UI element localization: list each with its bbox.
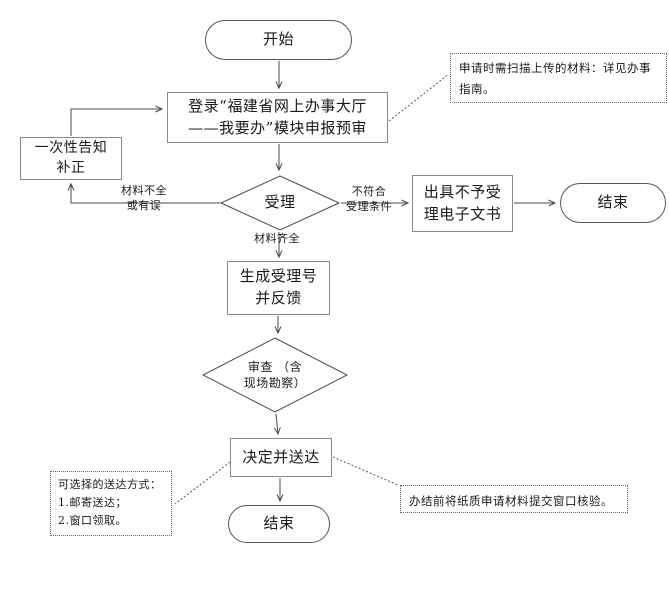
node-end-right: 结束 [560,183,666,223]
dotted-link-login-to-upload-note [388,73,450,122]
node-decide-and-deliver: 决定并送达 [230,438,332,477]
diamond-shape [220,175,340,231]
dotted-link-decide-to-paper-note [332,456,399,486]
decision-accept: 受理 [220,175,340,231]
note-delivery-methods: 可选择的送达方式： 1.邮寄送达； 2.窗口领取。 [50,471,172,536]
node-issue-rejection-doc: 出具不予受 理电子文书 [412,175,513,232]
node-generate-acceptance-number: 生成受理号 并反馈 [227,261,330,315]
node-end-bottom: 结束 [228,505,330,543]
dotted-link-decide-to-delivery-note [174,461,231,505]
edge-label-not-qualified: 不符合 受理条件 [346,185,392,213]
node-one-time-correction: 一次性告知 补正 [20,137,122,180]
diamond-shape [202,337,348,413]
decision-review-label: 审查 （含 现场勘察） [243,359,307,390]
decision-accept-label: 受理 [264,193,296,212]
node-start: 开始 [205,20,352,60]
arrow-review-to-decide [273,413,281,436]
edge-label-materials-incomplete: 材料不全 或有误 [121,184,167,212]
arrow-correction-to-login [70,105,164,136]
note-upload-materials: 申请时需扫描上传的材料：详见办事指南。 [450,53,667,103]
arrow-accept-to-correction [67,182,220,204]
edge-label-materials-complete: 材料齐全 [254,232,300,245]
decision-review: 审查 （含 现场勘察） [202,337,348,413]
node-login-portal: 登录“福建省网上办事大厅 ——我要办”模块申报预审 [167,92,388,143]
note-paper-verification: 办结前将纸质申请材料提交窗口核验。 [400,485,628,513]
